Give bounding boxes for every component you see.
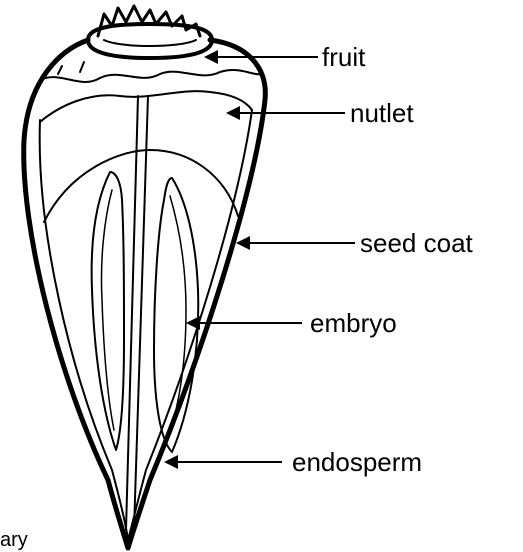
endosperm-arc xyxy=(44,150,238,222)
label-nutlet: nutlet xyxy=(350,98,414,128)
fruit-crown-jagged xyxy=(98,6,200,36)
pointer-fruit-arrowhead xyxy=(204,50,218,64)
embryo-left-inner xyxy=(101,190,114,430)
nutlet-top-line xyxy=(40,91,252,122)
pointer-endosperm-arrowhead xyxy=(164,455,178,469)
pointer-seed-coat-arrowhead xyxy=(236,236,250,250)
fruit-tick-1 xyxy=(58,66,62,74)
fruit-crown-inner xyxy=(104,40,196,46)
pointer-embryo-arrowhead xyxy=(186,316,200,330)
label-endosperm: endosperm xyxy=(292,447,422,477)
fruit-tick-2 xyxy=(80,62,84,72)
label-fruit: fruit xyxy=(322,42,366,72)
label-cut-off: ary xyxy=(0,529,28,551)
fruit-layer-wavy-line xyxy=(40,70,262,82)
label-seed-coat: seed coat xyxy=(360,228,474,258)
pointer-nutlet-arrowhead xyxy=(226,106,240,120)
label-embryo: embryo xyxy=(310,308,397,338)
embryo-left-outer xyxy=(92,172,124,450)
